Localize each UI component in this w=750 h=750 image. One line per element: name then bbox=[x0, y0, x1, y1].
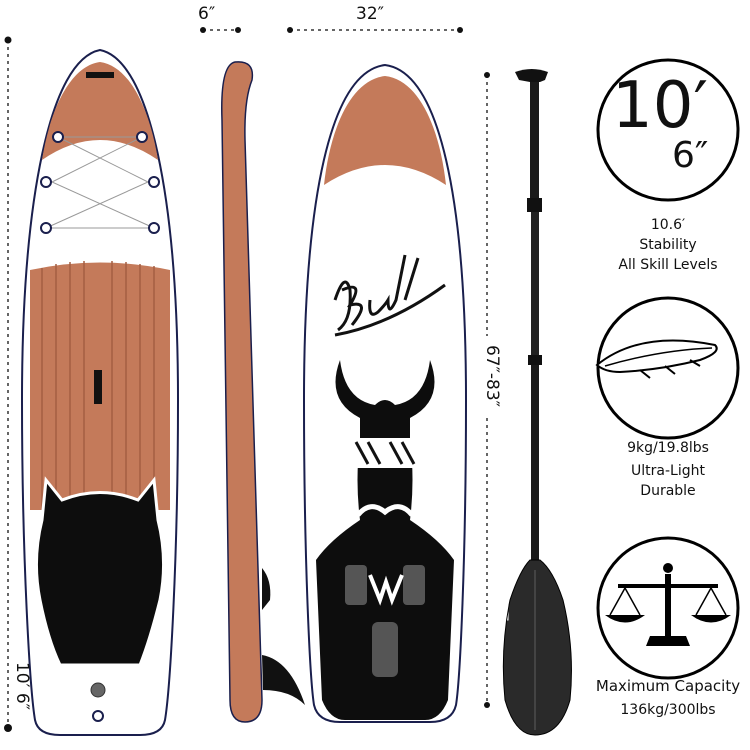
board-graphic-view bbox=[302, 63, 468, 723]
thickness-dimension-line bbox=[200, 27, 241, 33]
width-label: 32″ bbox=[356, 4, 384, 24]
feature-length-value: 10.6′ bbox=[650, 217, 686, 233]
length-label: 10′ 6″ bbox=[12, 661, 32, 711]
bull-head-graphic bbox=[316, 360, 454, 720]
feature-length-title: Stability bbox=[639, 237, 697, 253]
feature-weight-desc: Durable bbox=[640, 483, 696, 499]
feature-weight-title: Ultra-Light bbox=[631, 463, 705, 479]
thickness-label: 6″ bbox=[198, 4, 216, 24]
paddle-length-label: 67″-83″ bbox=[482, 336, 502, 416]
feature-length-desc: All Skill Levels bbox=[618, 257, 718, 273]
feature-capacity-value: 136kg/300lbs bbox=[620, 702, 716, 718]
length-badge-icon bbox=[596, 58, 740, 202]
tail-pad bbox=[34, 476, 166, 667]
board-top-view bbox=[20, 48, 180, 736]
length-dimension-line bbox=[4, 36, 12, 732]
badge-main-text: 10′ bbox=[612, 69, 708, 143]
width-dimension-line bbox=[287, 27, 463, 33]
nose-patch bbox=[42, 62, 158, 160]
board-side-view bbox=[221, 61, 305, 723]
feature-weight-value: 9kg/19.8lbs bbox=[627, 440, 709, 456]
paddle bbox=[502, 69, 572, 736]
feature-capacity-title: Maximum Capacity bbox=[595, 677, 741, 695]
feather-light-icon bbox=[595, 296, 740, 440]
scale-icon bbox=[596, 536, 740, 680]
signature-logo bbox=[333, 254, 446, 337]
badge-sub-text: 6″ bbox=[672, 135, 709, 176]
